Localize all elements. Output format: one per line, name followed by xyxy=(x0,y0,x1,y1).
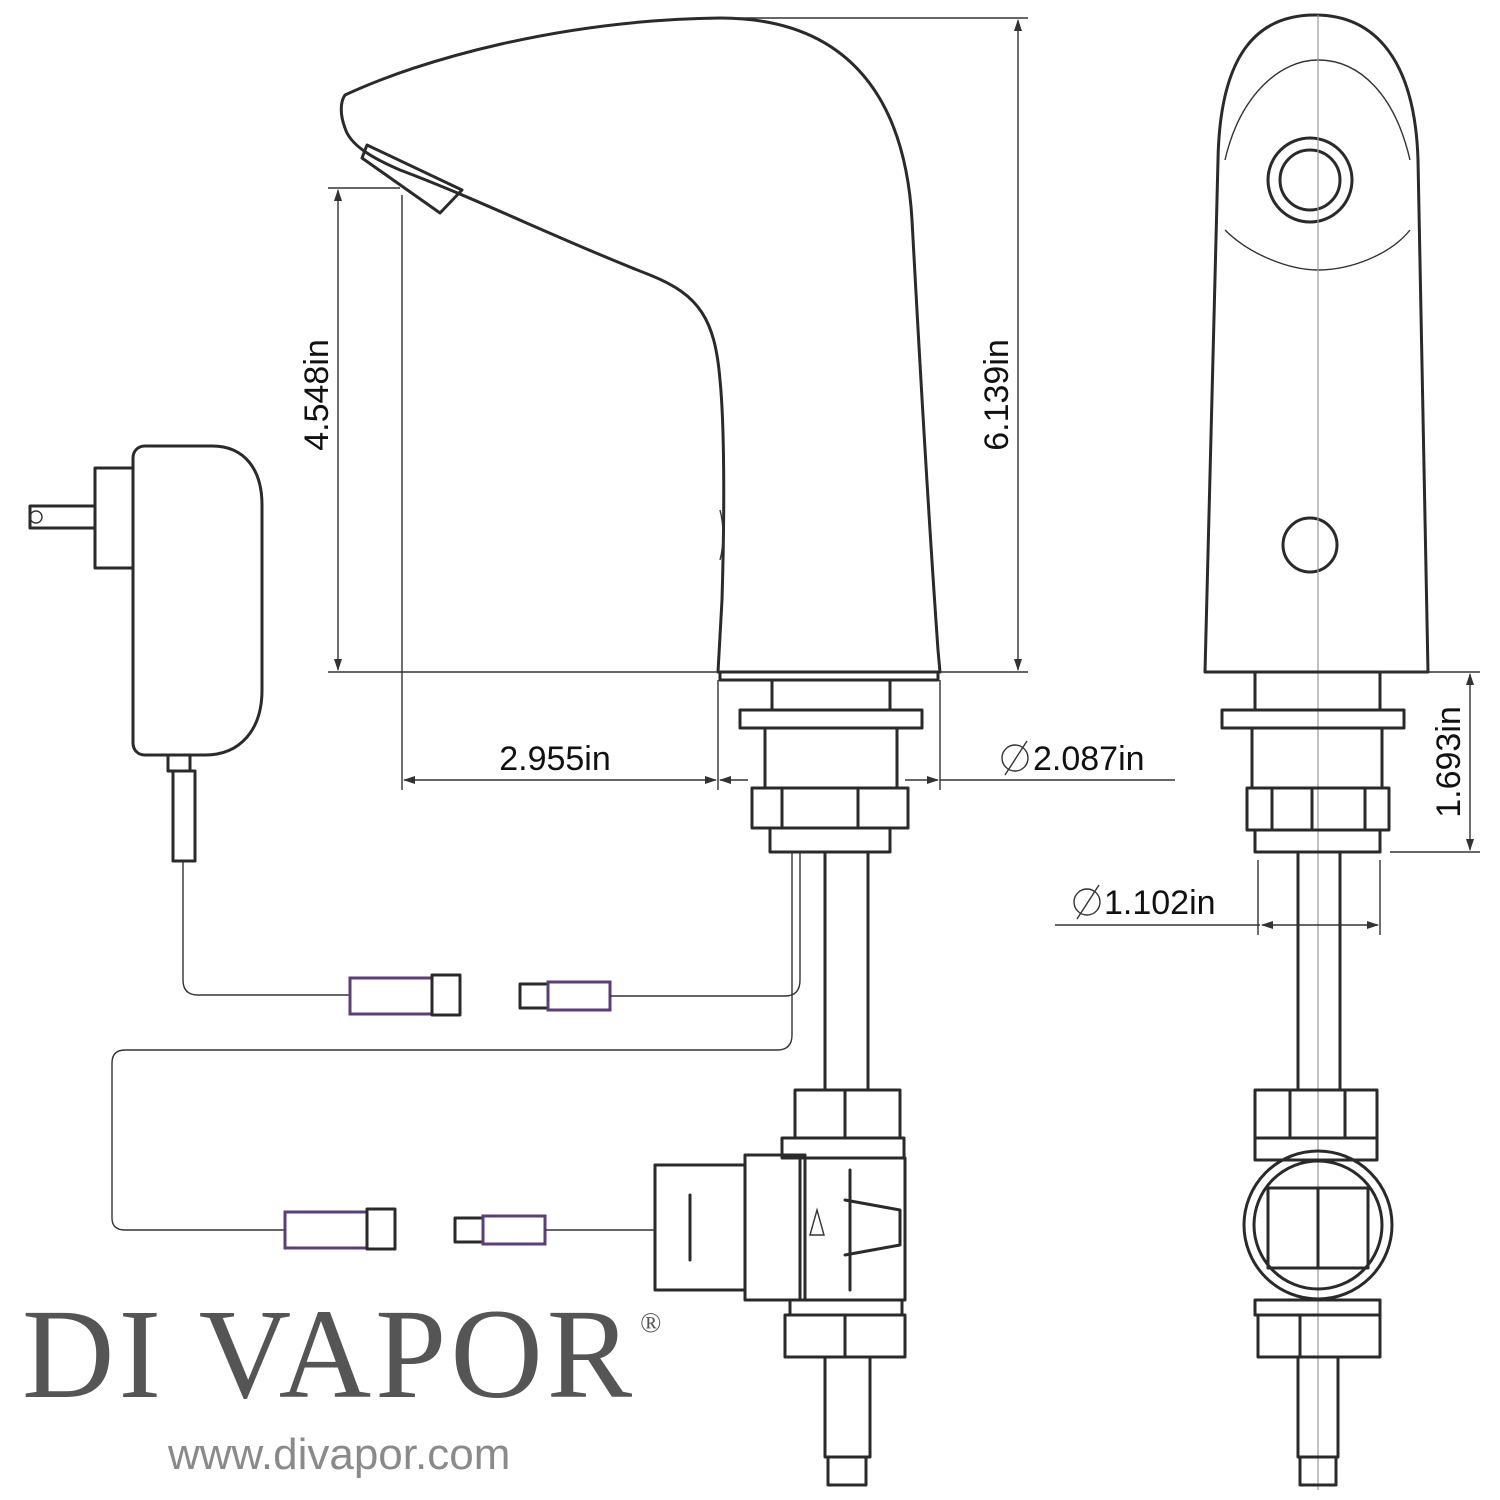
shank-length-label: 1.693in xyxy=(1430,706,1468,818)
dimension-spout-reach: 2.955in xyxy=(401,195,719,790)
spout-height-label: 4.548in xyxy=(298,339,336,451)
dimension-spout-height: 4.548in xyxy=(298,187,718,673)
spout-reach-label: 2.955in xyxy=(499,740,611,778)
side-view-solenoid-valve xyxy=(653,1088,907,1487)
dimension-base-diameter: 2.087in xyxy=(719,680,1175,790)
power-adapter xyxy=(28,444,350,996)
front-view-solenoid-valve xyxy=(1242,1088,1394,1487)
dimension-total-height: 6.139in xyxy=(720,17,1028,673)
side-view-shank xyxy=(718,670,940,1092)
base-diameter-label: 2.087in xyxy=(1033,740,1145,778)
shank-diameter-label: 1.102in xyxy=(1104,884,1216,922)
total-height-label: 6.139in xyxy=(978,339,1016,451)
dimension-shank-diameter: 1.102in xyxy=(1055,860,1381,935)
front-view-shank xyxy=(1220,670,1406,1092)
brand-logo: DI VAPOR® xyxy=(22,1290,661,1418)
sensor-cable-connector-pair xyxy=(111,852,793,1251)
power-connector-pair xyxy=(348,852,801,1017)
brand-name: DI VAPOR xyxy=(22,1283,637,1425)
brand-website: www.divapor.com xyxy=(168,1430,511,1479)
dimension-shank-length: 1.693in xyxy=(1380,671,1480,853)
registered-mark: ® xyxy=(640,1308,666,1339)
side-view-spout xyxy=(339,16,942,674)
